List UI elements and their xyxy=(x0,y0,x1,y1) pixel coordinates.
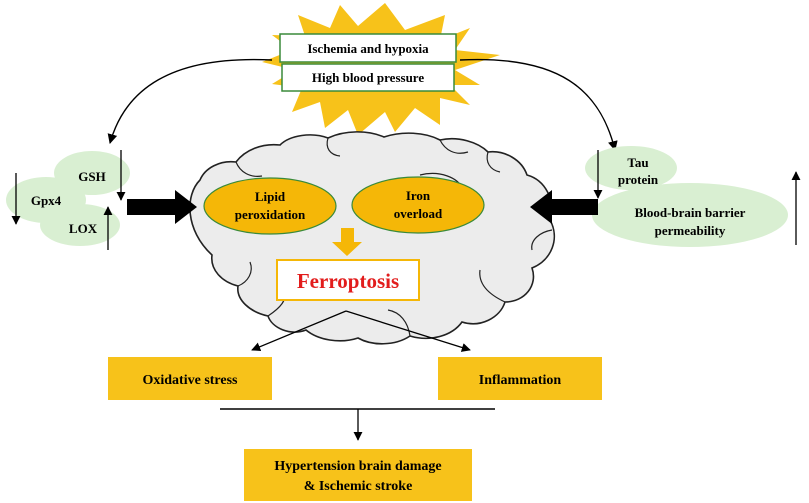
inflammation-label: Inflammation xyxy=(479,373,562,388)
ferroptosis-to-inflammation-arrow xyxy=(345,310,471,352)
iron-overload-oval xyxy=(351,176,485,234)
iron-label-line2: overload xyxy=(394,206,443,221)
trigger-label-ischemia: Ischemia and hypoxia xyxy=(307,41,429,56)
orange-down-arrow xyxy=(332,228,362,256)
trigger-label-bp: High blood pressure xyxy=(312,70,424,85)
trigger-box-bp xyxy=(281,63,455,92)
result-label-line1: Hypertension brain damage xyxy=(274,459,441,474)
result-label-line2: & Ischemic stroke xyxy=(304,479,413,494)
result-box xyxy=(244,449,472,501)
brain-fold xyxy=(235,161,263,177)
lox-blob xyxy=(40,204,120,246)
ferroptosis-box xyxy=(276,259,420,301)
inflammation-box xyxy=(438,357,602,400)
lipid-label-line1: Lipid xyxy=(255,189,286,204)
brain-fold xyxy=(326,137,341,157)
gpx4-label: Gpx4 xyxy=(31,193,62,208)
brain-fold xyxy=(439,139,469,154)
tau-blob xyxy=(585,146,677,190)
lipid-peroxidation-oval xyxy=(203,177,337,235)
trigger-box-ischemia xyxy=(279,33,457,63)
brain-shape xyxy=(189,131,556,345)
tau-label-line1: Tau xyxy=(627,155,648,170)
right-thick-arrow xyxy=(530,190,598,224)
left-thick-arrow xyxy=(127,190,197,224)
oxidative-stress-label: Oxidative stress xyxy=(142,373,238,388)
iron-label-line1: Iron xyxy=(406,188,431,203)
ferroptosis-label: Ferroptosis xyxy=(297,269,399,293)
oxidative-stress-box xyxy=(108,357,272,400)
tau-label-line2: protein xyxy=(618,172,659,187)
brain-fold xyxy=(237,261,252,287)
brain-fold xyxy=(387,309,411,337)
bbb-blob xyxy=(592,183,788,247)
brain-fold xyxy=(486,151,501,173)
gsh-label: GSH xyxy=(78,169,105,184)
brain-fold xyxy=(531,229,553,251)
bbb-label-line1: Blood-brain barrier xyxy=(635,205,746,220)
brain-fold xyxy=(479,269,506,303)
lox-label: LOX xyxy=(69,221,98,236)
bbb-label-line2: permeability xyxy=(655,223,726,238)
curve-arrow-right xyxy=(459,58,618,151)
curve-arrow-left xyxy=(107,58,273,144)
ferroptosis-to-oxidative-arrow xyxy=(251,310,347,352)
lipid-label-line2: peroxidation xyxy=(235,207,306,222)
